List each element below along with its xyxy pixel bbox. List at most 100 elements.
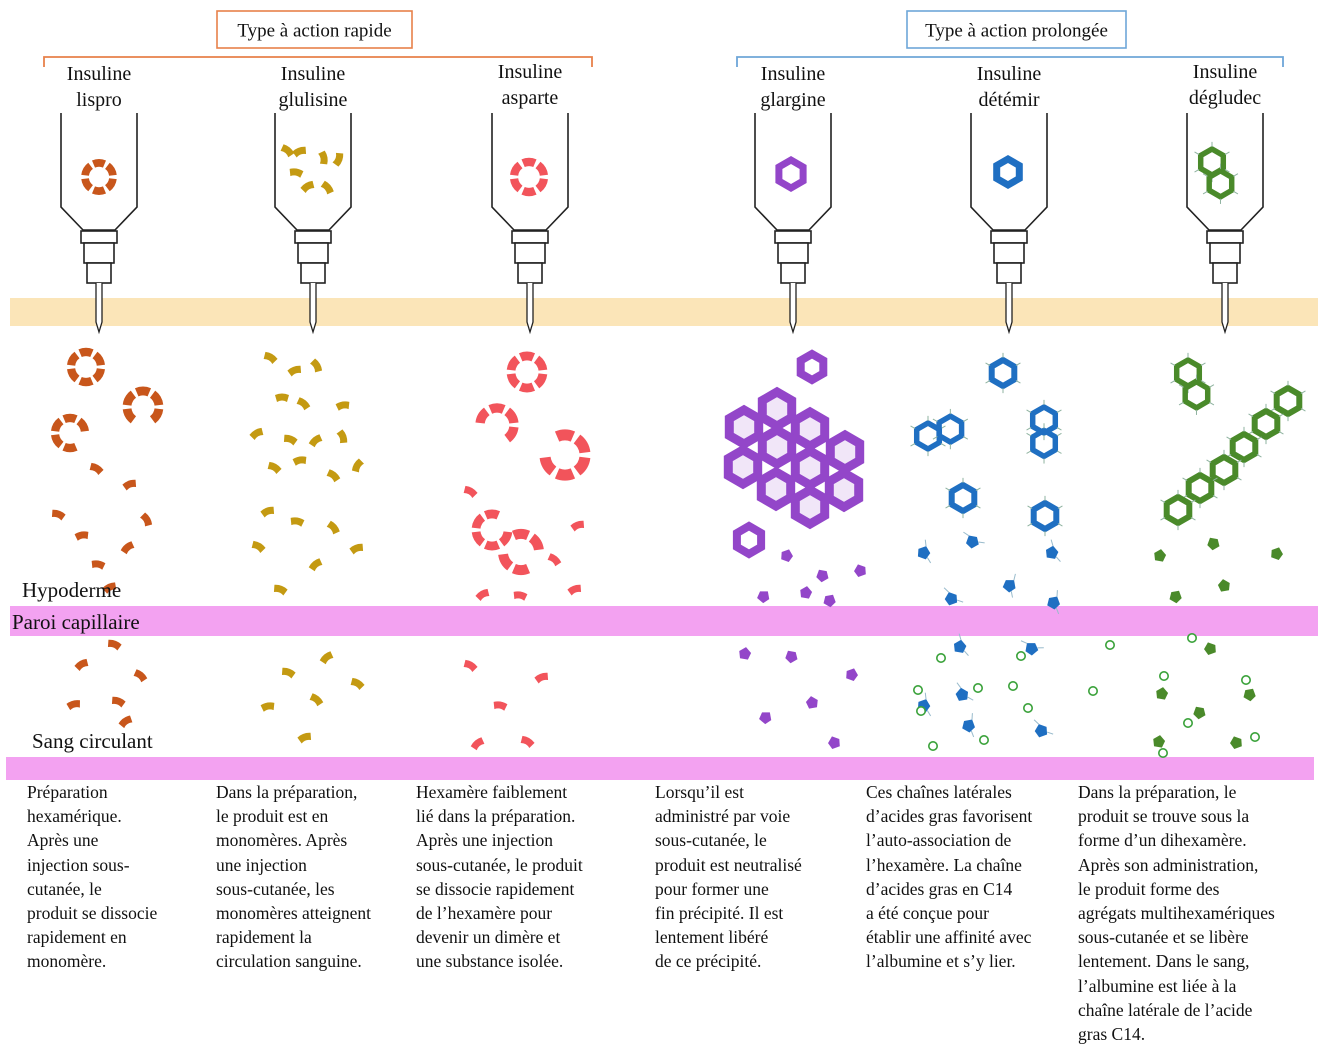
degludec-monomer-2 bbox=[1271, 547, 1283, 561]
degludec-chain-hex-2 bbox=[1226, 426, 1262, 468]
degludec-albumin-1 bbox=[1187, 632, 1198, 643]
degludec-monomer-7 bbox=[1243, 688, 1256, 702]
detemir-monomer-10 bbox=[962, 713, 975, 738]
capillary-label: Paroi capillaire bbox=[12, 610, 140, 634]
description-asparte: Hexamère faiblement lié dans la préparat… bbox=[416, 782, 583, 972]
lispro-hexamer-3 bbox=[122, 386, 164, 424]
lispro-monomer-0 bbox=[89, 462, 104, 475]
lispro-monomer-3 bbox=[74, 531, 89, 541]
glulisine-monomer-7 bbox=[283, 434, 298, 446]
detemir-albumin-0 bbox=[935, 652, 946, 663]
glargine-precipitate-hex-1 bbox=[757, 386, 797, 432]
glargine-precipitate-hex-7 bbox=[824, 467, 864, 513]
asparte-hexamer-1 bbox=[506, 351, 548, 393]
insulin-name-asparte-line2: asparte bbox=[502, 87, 559, 109]
glulisine-monomer-11 bbox=[292, 456, 307, 466]
glulisine-monomer-5 bbox=[335, 401, 350, 411]
glulisine-syringe-monomer-6 bbox=[332, 152, 344, 167]
glulisine-monomer-22 bbox=[319, 651, 334, 665]
detemir-monomer-11 bbox=[1033, 719, 1054, 738]
glulisine-syringe-monomer-5 bbox=[320, 180, 334, 195]
glulisine-monomer-18 bbox=[251, 540, 266, 553]
glulisine-monomer-12 bbox=[326, 469, 341, 483]
detemir-monomer-2 bbox=[1045, 539, 1061, 562]
long-group-label-text: Type à action prolongée bbox=[925, 21, 1108, 42]
glulisine-monomer-26 bbox=[297, 732, 312, 744]
glulisine-monomer-9 bbox=[336, 429, 348, 444]
glulisine-syringe-monomer-4 bbox=[300, 180, 315, 193]
insulin-name-asparte-line1: Insuline bbox=[498, 61, 563, 83]
glulisine-monomer-23 bbox=[350, 677, 365, 690]
lispro-monomer-5 bbox=[120, 541, 135, 555]
detemir-monomer-1 bbox=[963, 531, 985, 549]
glargine-monomer-6 bbox=[739, 647, 752, 660]
glargine-monomer-2 bbox=[800, 586, 813, 599]
insulin-name-glulisine-line1: Insuline bbox=[281, 63, 346, 85]
asparte-monomer-10 bbox=[520, 735, 535, 748]
degludec-monomer-3 bbox=[1217, 579, 1230, 592]
detemir-dihexamer-1-b bbox=[932, 408, 969, 450]
glargine-precipitate-hex-8 bbox=[756, 466, 796, 512]
detemir-monomer-6 bbox=[953, 633, 969, 656]
degludec-dihexamer-1-b bbox=[1178, 374, 1215, 415]
long-bracket bbox=[736, 56, 1284, 67]
degludec-monomer-0 bbox=[1154, 549, 1167, 562]
blood-label: Sang circulant bbox=[32, 729, 153, 753]
glargine-monomer-7 bbox=[785, 650, 798, 664]
glargine-precipitate-hex-2 bbox=[790, 406, 830, 452]
glulisine-monomer-20 bbox=[273, 584, 288, 596]
description-degludec: Dans la préparation, le produit se trouv… bbox=[1078, 782, 1275, 1045]
insulin-name-lispro-line2: lispro bbox=[76, 89, 122, 111]
lispro-syringe-hexamer bbox=[81, 159, 117, 195]
degludec-chain-hex-0 bbox=[1270, 380, 1306, 422]
detemir-dihexamer-1 bbox=[910, 408, 969, 457]
glulisine-syringe-monomer-0 bbox=[292, 146, 307, 158]
glargine-precipitate-hex-4 bbox=[723, 444, 763, 490]
glargine-precipitate-hex-3 bbox=[825, 429, 865, 475]
glulisine-monomer-16 bbox=[326, 520, 340, 535]
lispro-monomer-7 bbox=[102, 582, 117, 594]
description-glulisine: Dans la préparation, le produit est en m… bbox=[216, 782, 372, 972]
glargine-monomer-4 bbox=[854, 564, 866, 578]
detemir-albumin-1 bbox=[1015, 650, 1026, 661]
asparte-monomer-4 bbox=[513, 591, 528, 601]
detemir-monomer-4 bbox=[943, 587, 964, 606]
lispro-monomer-9 bbox=[74, 658, 89, 671]
glulisine-monomer-8 bbox=[308, 434, 323, 448]
rapid-group-label: Type à action rapide bbox=[216, 10, 413, 49]
glulisine-monomer-1 bbox=[287, 365, 302, 377]
detemir-albumin-3 bbox=[972, 682, 983, 693]
description-lispro: Préparation hexamérique. Après une injec… bbox=[27, 782, 158, 972]
detemir-monomer-3 bbox=[1002, 573, 1016, 598]
degludec-monomer-8 bbox=[1193, 706, 1206, 720]
degludec-albumin-6 bbox=[1250, 731, 1261, 742]
degludec-monomer-10 bbox=[1230, 736, 1242, 750]
glulisine-monomer-2 bbox=[310, 358, 323, 373]
detemir-albumin-7 bbox=[978, 734, 989, 745]
detemir-hexamer-3 bbox=[1027, 495, 1063, 537]
glargine-precipitate-hex-5 bbox=[757, 424, 797, 470]
lispro-monomer-6 bbox=[91, 560, 106, 570]
glargine-hexamer-free-1 bbox=[796, 349, 828, 385]
description-glargine: Lorsqu’il est administré par voie sous-c… bbox=[655, 782, 802, 972]
asparte-monomer-9 bbox=[470, 737, 485, 751]
degludec-albumin-0 bbox=[1105, 639, 1116, 650]
detemir-monomer-7 bbox=[1020, 640, 1044, 656]
detemir-albumin-5 bbox=[1022, 702, 1033, 713]
detemir-dihexamer-2 bbox=[1026, 399, 1062, 464]
asparte-monomer-3 bbox=[475, 588, 490, 601]
glulisine-monomer-19 bbox=[308, 558, 323, 572]
glargine-monomer-11 bbox=[828, 736, 840, 750]
asparte-syringe-hexamer bbox=[510, 157, 548, 197]
detemir-albumin-4 bbox=[1007, 680, 1018, 691]
insulin-name-detemir-line2: détémir bbox=[978, 89, 1039, 111]
lispro-monomer-1 bbox=[122, 479, 137, 491]
degludec-albumin-3 bbox=[1159, 670, 1170, 681]
insulin-name-degludec-line1: Insuline bbox=[1193, 61, 1258, 83]
glargine-hexamer-free-2 bbox=[732, 521, 766, 559]
lispro-monomer-8 bbox=[107, 639, 122, 651]
degludec-monomer-9 bbox=[1153, 735, 1166, 748]
glulisine-monomer-14 bbox=[260, 506, 275, 518]
